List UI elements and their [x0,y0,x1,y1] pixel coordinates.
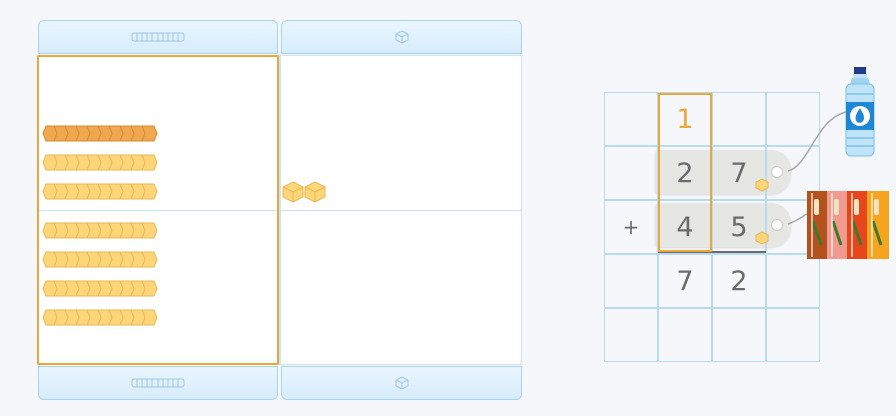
addend1-ones-digit: 7 [712,146,766,200]
unit-cube-icon [395,376,408,390]
row-divider [281,210,521,211]
ten-rod[interactable] [42,309,158,326]
row-divider [39,210,279,211]
ten-rod-icon [131,378,185,388]
grid-cell [766,308,820,362]
unit-cube[interactable] [304,181,326,203]
addend1-tens-digit: 2 [658,146,712,200]
ones-column-header[interactable] [281,20,522,54]
addend2-ones-digit: 5 [712,200,766,254]
ten-rod-icon [131,32,185,42]
sum-line [658,251,766,253]
ten-rod[interactable] [42,280,158,297]
unit-cube-icon [755,178,769,192]
grid-cell [604,308,658,362]
ones-column-footer[interactable] [281,366,522,400]
ten-rod[interactable] [42,251,158,268]
unit-cube-icon [395,30,408,44]
addition-grid: 1 2 7 + 4 5 7 2 [604,92,820,362]
grid-cell [766,254,820,308]
grid-cell [604,92,658,146]
grid-cell [712,308,766,362]
grid-cell [658,308,712,362]
water-bottle-icon[interactable] [843,66,877,158]
unit-cube[interactable] [282,181,304,203]
sum-tens-digit[interactable]: 7 [658,254,712,308]
plus-sign: + [604,200,658,254]
ten-rod[interactable] [42,222,158,239]
ten-rod[interactable] [42,154,158,171]
ones-column [280,55,522,365]
tens-column-footer[interactable] [38,366,278,400]
grid-cell [766,146,820,200]
grid-cell [604,254,658,308]
sum-ones-digit[interactable]: 2 [712,254,766,308]
grid-cell [604,146,658,200]
tens-column-header[interactable] [38,20,278,54]
carry-digit: 1 [658,92,712,146]
grid-cell [766,92,820,146]
popsicles-icon[interactable] [807,191,889,259]
ten-rod-selected[interactable] [42,125,158,142]
ten-rod[interactable] [42,183,158,200]
grid-cell [712,92,766,146]
addend2-tens-digit: 4 [658,200,712,254]
unit-cube-icon [755,231,769,245]
